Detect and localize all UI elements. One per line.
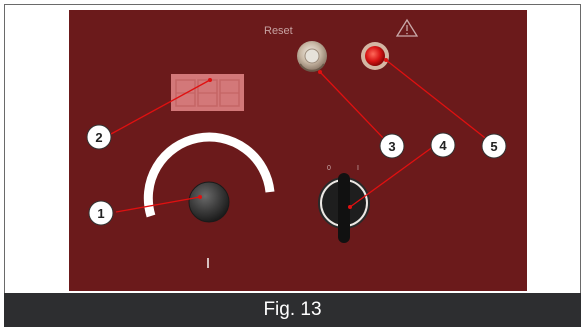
rotary-switch[interactable] <box>318 173 370 243</box>
callout-dots <box>198 58 388 209</box>
reset-label: Reset <box>264 25 293 37</box>
warning-triangle-icon <box>395 18 419 37</box>
svg-text:2: 2 <box>95 130 102 145</box>
callout-1: 1 <box>88 200 114 226</box>
digital-display <box>171 74 244 111</box>
svg-text:1: 1 <box>97 206 104 221</box>
switch-mark-on: I <box>357 165 359 172</box>
figure-caption: Fig. 13 <box>263 299 322 320</box>
dial-scale-arc <box>143 132 275 218</box>
svg-text:4: 4 <box>439 138 447 153</box>
caption-bar: Fig. 13 <box>4 293 581 327</box>
switch-mark-off: 0 <box>327 165 331 172</box>
callout-5: 5 <box>481 133 507 159</box>
callout-4: 4 <box>430 132 456 158</box>
reset-button[interactable] <box>297 41 327 72</box>
callout-lines <box>110 59 490 213</box>
svg-text:5: 5 <box>490 139 497 154</box>
callout-2: 2 <box>86 124 112 150</box>
callout-3: 3 <box>379 133 405 159</box>
warning-lamp <box>361 42 389 70</box>
svg-text:3: 3 <box>388 139 395 154</box>
control-knob[interactable] <box>188 181 230 223</box>
dial-mark-line <box>207 258 209 268</box>
